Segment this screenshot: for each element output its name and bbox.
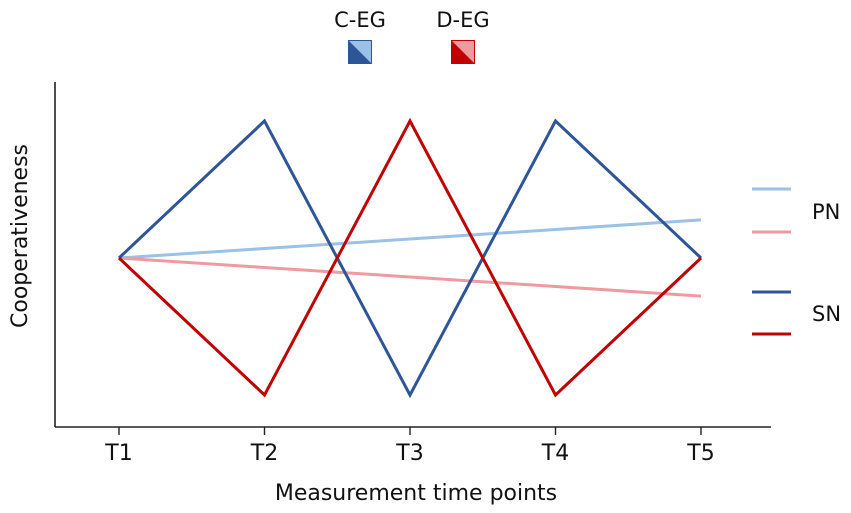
legend-label-c-eg: C-EG [334,8,386,32]
x-tick-label-t1: T1 [104,441,132,466]
y-axis-title: Cooperativeness [8,144,33,328]
series-line-sn-c-eg [117,118,703,399]
swatch-c-eg-dark [348,40,372,64]
swatch-d-eg-dark [451,40,475,64]
series-line-pn-c-eg [118,218,702,260]
legend-swatch-d-eg [451,40,475,64]
legend-swatch-c-eg [348,40,372,64]
x-axis-title: Measurement time points [275,481,557,506]
legend-lines: PN SN [752,187,841,336]
series-line-sn-d-eg [117,117,703,398]
series-layer [117,117,703,399]
x-tick-label-t3: T3 [395,441,423,466]
legend-groups: C-EG D-EG [334,8,490,64]
x-tick-layer: T1 T2 T3 T4 T5 [104,427,715,466]
x-tick-label-t4: T4 [541,441,569,466]
legend-label-d-eg: D-EG [436,8,489,32]
legend-label-pn: PN [812,200,840,224]
legend-label-sn: SN [812,302,841,326]
x-tick-label-t5: T5 [686,441,714,466]
swatch-d-eg-border [451,40,475,64]
swatch-c-eg-border [348,40,372,64]
series-line-pn-d-eg [118,256,702,298]
x-tick-label-t2: T2 [250,441,278,466]
